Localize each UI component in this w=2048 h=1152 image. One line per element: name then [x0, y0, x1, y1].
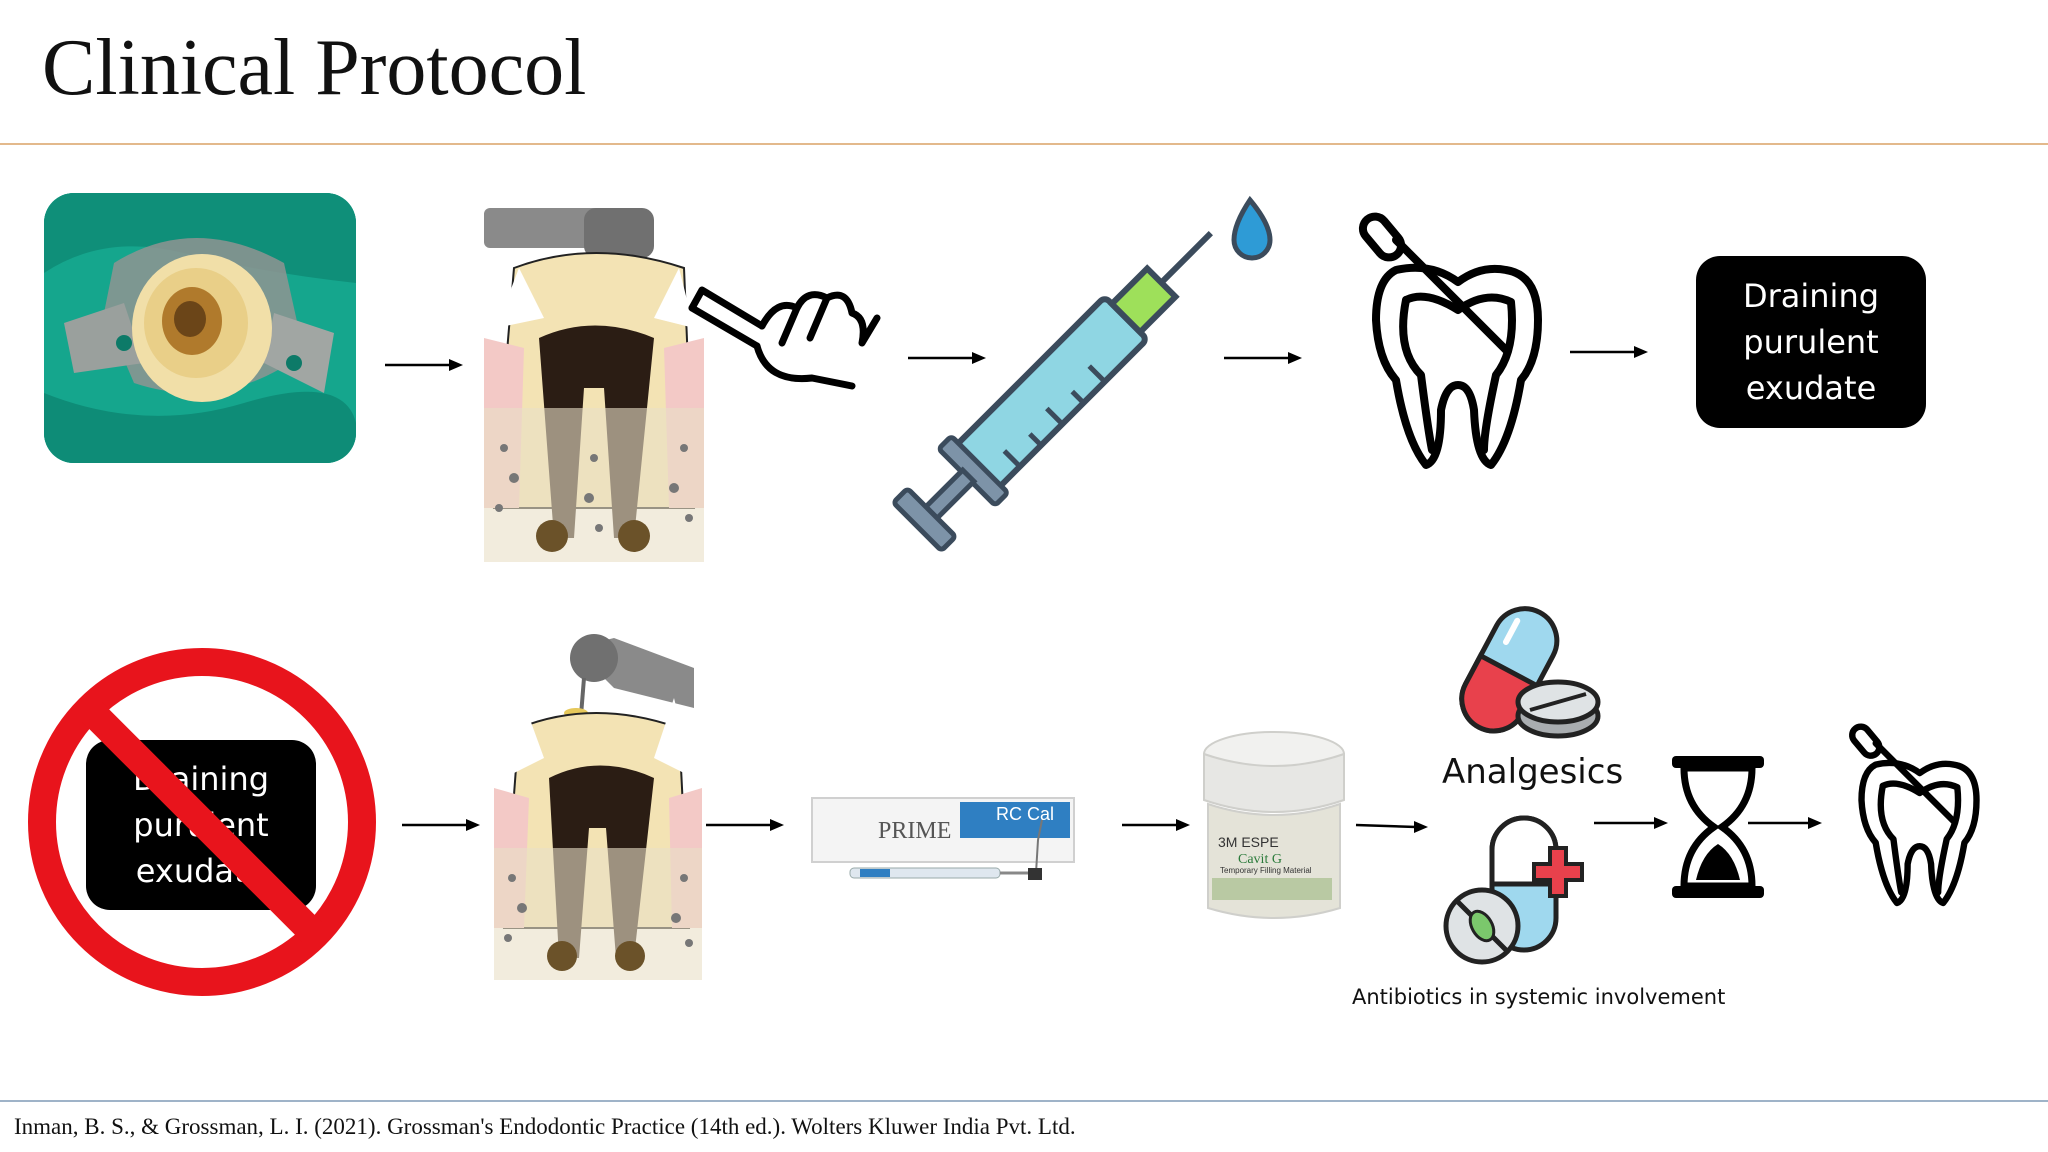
rc-brand: PRIME	[878, 818, 952, 844]
tooth-file-icon	[1358, 210, 1548, 472]
flow-arrow	[1224, 352, 1302, 364]
hand-pointing-icon	[682, 268, 882, 394]
citation: Inman, B. S., & Grossman, L. I. (2021). …	[14, 1114, 1076, 1139]
cavit-name: Cavit G	[1238, 852, 1282, 867]
flow-arrow	[402, 819, 480, 831]
flow-arrow	[385, 359, 463, 371]
flow-arrow	[1748, 817, 1822, 829]
hourglass-icon	[1672, 756, 1764, 898]
analgesics-label: Analgesics	[1442, 752, 1624, 792]
cavit-jar: 3M ESPE Cavit G Temporary Filling Materi…	[1200, 728, 1348, 928]
cavit-desc: Temporary Filling Material	[1220, 866, 1312, 875]
slide-title: Clinical Protocol	[42, 24, 587, 112]
box-line: Draining	[1742, 277, 1880, 315]
cavit-brand: 3M ESPE	[1218, 834, 1279, 850]
antibiotics-label: Antibiotics in systemic involvement	[1352, 985, 1726, 1009]
tooth-file-icon	[1849, 722, 1984, 908]
title-divider	[0, 143, 2048, 145]
box-line: exudate	[1745, 369, 1877, 407]
flow-arrow	[1355, 821, 1428, 833]
flow-arrow	[706, 819, 784, 831]
flow-arrow	[1122, 819, 1190, 831]
box-line: purulent	[1743, 323, 1879, 361]
flow-arrow	[908, 352, 986, 364]
flow-arrow	[1594, 817, 1668, 829]
capsule-pill-icon	[1438, 598, 1602, 750]
flow-arrow	[1570, 346, 1648, 358]
rc-name: RC Cal	[996, 804, 1055, 824]
draining-exudate-box: Draining purulent exudate	[1696, 256, 1926, 428]
prohibition-icon	[28, 648, 376, 996]
syringe-icon	[892, 195, 1274, 552]
rubber-dam-photo	[44, 193, 356, 463]
tooth-drill-illustration	[484, 208, 704, 562]
tooth-drill-illustration	[494, 628, 702, 980]
footer-divider	[0, 1100, 2048, 1102]
antibiotic-capsule-icon	[1442, 814, 1602, 970]
rc-cal-product: PRIME RC Cal	[800, 780, 1100, 900]
